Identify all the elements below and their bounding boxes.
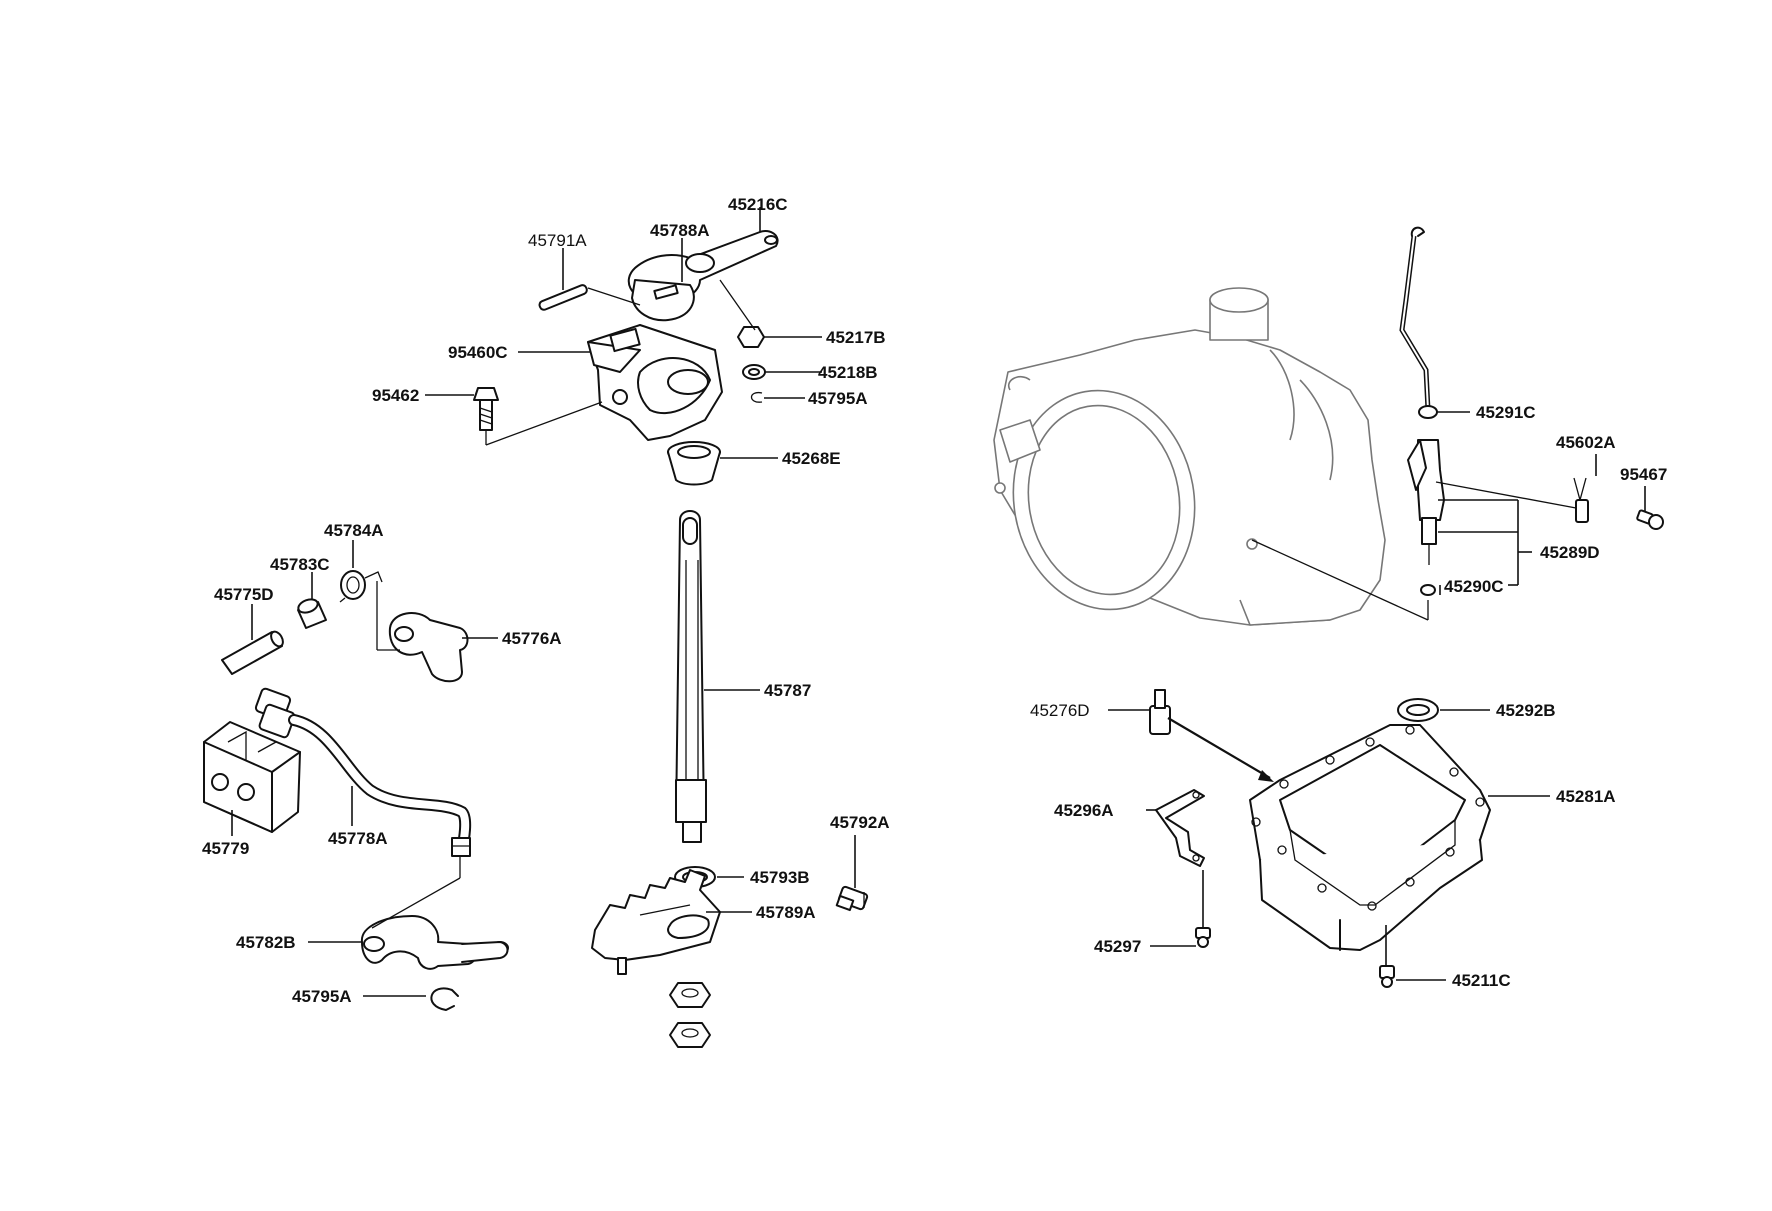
oil-pan-part <box>1249 724 1491 951</box>
oil-pan-gasket-part <box>1155 789 1205 867</box>
label-45791A: 45791A <box>528 231 587 250</box>
label-45778A: 45778A <box>328 829 388 848</box>
bracket-bolt-part <box>1636 509 1664 530</box>
label-45216C: 45216C <box>728 195 788 214</box>
leader-lines-left <box>231 207 856 997</box>
label-45793B: 45793B <box>750 868 810 887</box>
label-45218B: 45218B <box>818 363 878 382</box>
label-45776A: 45776A <box>502 629 562 648</box>
shaft-nut-part <box>669 982 711 1048</box>
inhibitor-switch-part <box>587 324 723 441</box>
label-45268E: 45268E <box>782 449 841 468</box>
snap-clip-part <box>750 391 763 403</box>
label-45292B: 45292B <box>1496 701 1556 720</box>
manual-lever-part <box>360 915 509 970</box>
label-45291C: 45291C <box>1476 403 1536 422</box>
detent-plate-part <box>591 869 721 975</box>
gasket-bolt-part <box>1195 927 1211 948</box>
retaining-clip-part <box>430 987 459 1011</box>
label-45783C: 45783C <box>270 555 330 574</box>
label-45788A: 45788A <box>650 221 710 240</box>
tube-bracket-part <box>1573 477 1589 523</box>
spring-pin-part <box>538 284 588 311</box>
bolt-part <box>473 387 499 431</box>
tube-o-ring-part <box>1420 584 1436 596</box>
part-labels: 45216C 45788A 45791A 45217B 95460C 45218… <box>202 195 1667 1006</box>
label-45211C: 45211C <box>1452 971 1511 990</box>
label-95467: 95467 <box>1620 465 1667 484</box>
label-95460C: 95460C <box>448 343 508 362</box>
label-45789A: 45789A <box>756 903 816 922</box>
washer-part <box>742 364 766 380</box>
bushing-part <box>297 598 327 629</box>
label-45775D: 45775D <box>214 585 274 604</box>
label-45289D: 45289D <box>1540 543 1600 562</box>
oil-pan-bolt-part <box>1379 965 1395 988</box>
shift-cable-part <box>254 687 472 857</box>
leader-lines-right <box>1108 411 1646 981</box>
nut-part <box>737 326 765 348</box>
label-45290C: 45290C <box>1444 577 1504 596</box>
flange-bolt-part <box>835 885 869 912</box>
oil-seal-part <box>667 441 721 486</box>
drain-plug-part <box>1149 689 1171 735</box>
torsion-spring-part <box>339 570 383 603</box>
park-lever-part <box>388 612 469 683</box>
detent-lever-part <box>631 279 695 322</box>
cable-bracket-part <box>203 721 301 833</box>
label-45782B: 45782B <box>236 933 296 952</box>
label-45281A: 45281A <box>1556 787 1616 806</box>
label-45602A: 45602A <box>1556 433 1616 452</box>
transaxle-housing-part <box>993 287 1386 626</box>
label-45784A: 45784A <box>324 521 384 540</box>
label-95462: 95462 <box>372 386 419 405</box>
label-45297: 45297 <box>1094 937 1141 956</box>
label-45779: 45779 <box>202 839 249 858</box>
label-45787: 45787 <box>764 681 811 700</box>
oil-pan-washer-part <box>1397 698 1439 722</box>
manual-shaft-part <box>675 510 707 843</box>
dipstick-part <box>1399 226 1438 419</box>
label-45795A-bottom: 45795A <box>292 987 352 1006</box>
label-45217B: 45217B <box>826 328 886 347</box>
label-45276D: 45276D <box>1030 701 1090 720</box>
pivot-pin-part <box>221 630 284 675</box>
dipstick-tube-part <box>1407 439 1445 565</box>
label-45296A: 45296A <box>1054 801 1114 820</box>
label-45792A: 45792A <box>830 813 890 832</box>
label-45795A-top: 45795A <box>808 389 868 408</box>
